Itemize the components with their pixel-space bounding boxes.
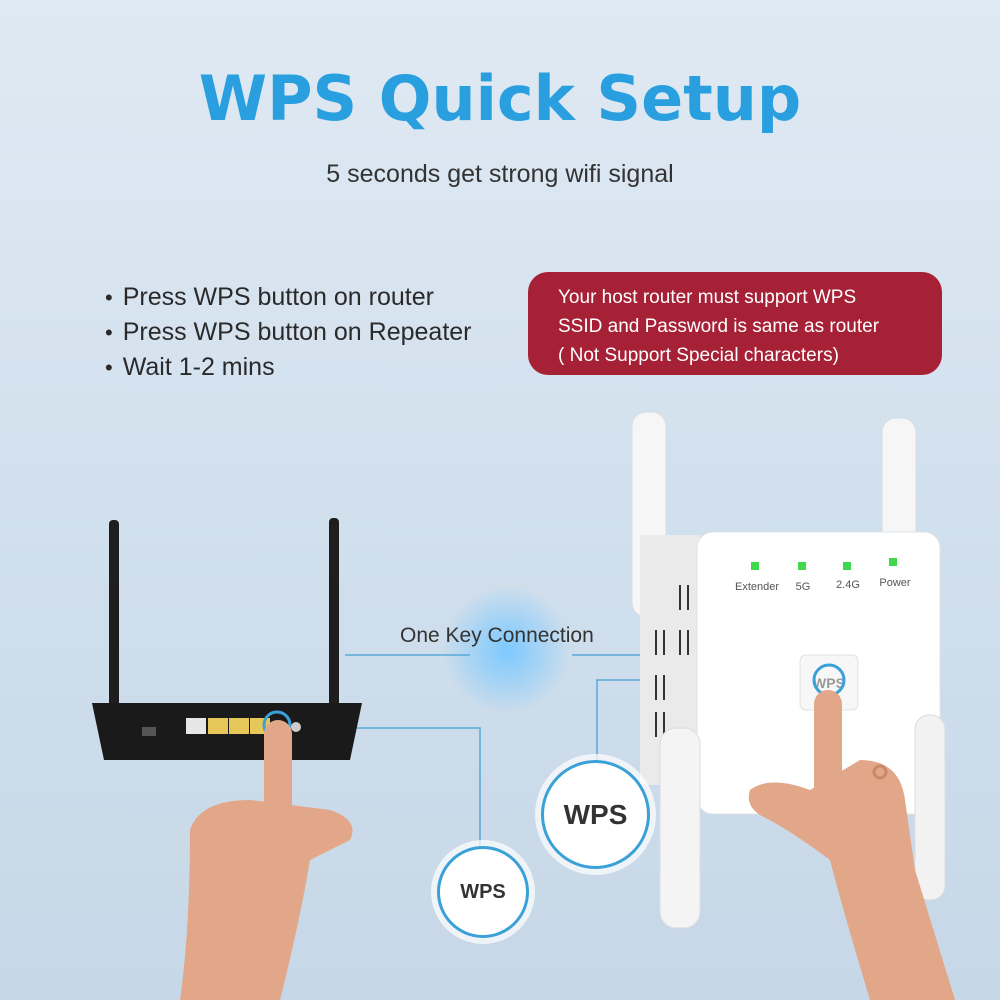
router-wps-bubble: WPS: [437, 846, 529, 938]
step-item: Press WPS button on router: [105, 280, 472, 315]
notice-line: SSID and Password is same as router: [558, 316, 880, 337]
connection-label: One Key Connection: [400, 624, 594, 647]
repeater-antenna: [914, 714, 946, 901]
led-indicator: [798, 562, 806, 570]
left-hand: [180, 720, 353, 1000]
led-label-power: Power: [879, 577, 911, 589]
page-subtitle: 5 seconds get strong wifi signal: [326, 160, 674, 188]
led-indicator: [843, 562, 851, 570]
notice-line: ( Not Support Special characters): [558, 345, 839, 366]
steps-list: Press WPS button on router Press WPS but…: [105, 280, 472, 385]
router-antenna-left: [109, 520, 119, 725]
led-label-5g: 5G: [796, 581, 811, 593]
led-indicator: [889, 558, 897, 566]
right-hand: [748, 690, 955, 1000]
lan-port: [186, 718, 206, 734]
ring: [872, 764, 888, 780]
router: [92, 518, 362, 760]
notice-box: Your host router must support WPS SSID a…: [528, 272, 942, 375]
notice-line: Your host router must support WPS: [558, 287, 857, 308]
page-title: WPS Quick Setup: [198, 62, 802, 135]
step-item: Press WPS button on Repeater: [105, 315, 472, 350]
connection-glow: [442, 585, 572, 715]
repeater-wps-button-label: WPS: [813, 675, 845, 691]
led-indicator: [751, 562, 759, 570]
repeater-wps-bubble: WPS: [541, 760, 650, 869]
repeater-antenna: [659, 727, 701, 929]
lan-port: [208, 718, 228, 734]
led-label-extender: Extender: [735, 581, 779, 593]
lan-port: [229, 718, 249, 734]
router-antenna-right: [329, 518, 339, 723]
repeater: Extender 5G 2.4G Power WPS: [631, 411, 946, 929]
step-item: Wait 1-2 mins: [105, 350, 472, 385]
led-label-2-4g: 2.4G: [836, 579, 860, 591]
